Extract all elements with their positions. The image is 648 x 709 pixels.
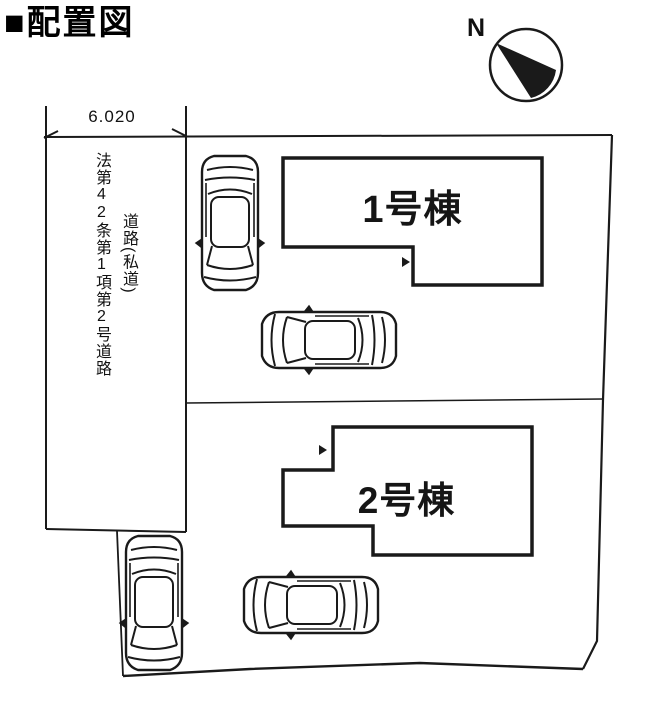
building-1-label: 1号棟 xyxy=(362,189,463,231)
compass-needle-icon xyxy=(496,43,556,98)
building-2-outline xyxy=(281,425,534,557)
road-law-designation-label: 法第42条第1項第2号道路 xyxy=(93,152,110,377)
car-top-view-icon xyxy=(260,304,398,376)
compass-north-label: N xyxy=(467,14,486,42)
lot2-left-boundary-line xyxy=(116,530,124,677)
road-bottom-line xyxy=(45,528,187,533)
car-top-view-icon xyxy=(242,569,380,641)
lot-divider-line xyxy=(185,398,604,404)
site-right-boundary-line xyxy=(582,134,614,670)
car-top-view-icon xyxy=(194,154,266,292)
building-1-outline xyxy=(281,156,544,287)
page-title: ■配置図 xyxy=(4,4,135,42)
building-2-label: 2号棟 xyxy=(357,480,456,521)
road-type-label: 道路(私道) xyxy=(120,213,137,294)
building-1-entrance-icon xyxy=(402,257,410,267)
dimension-and-top-boundary-line xyxy=(43,134,613,138)
car-top-view-icon xyxy=(118,534,190,672)
building-2-entrance-icon xyxy=(319,445,327,455)
dimension-arrow-right xyxy=(171,128,187,137)
site-bottom-boundary-line xyxy=(122,661,584,678)
road-width-dimension: 6.020 xyxy=(88,107,136,126)
